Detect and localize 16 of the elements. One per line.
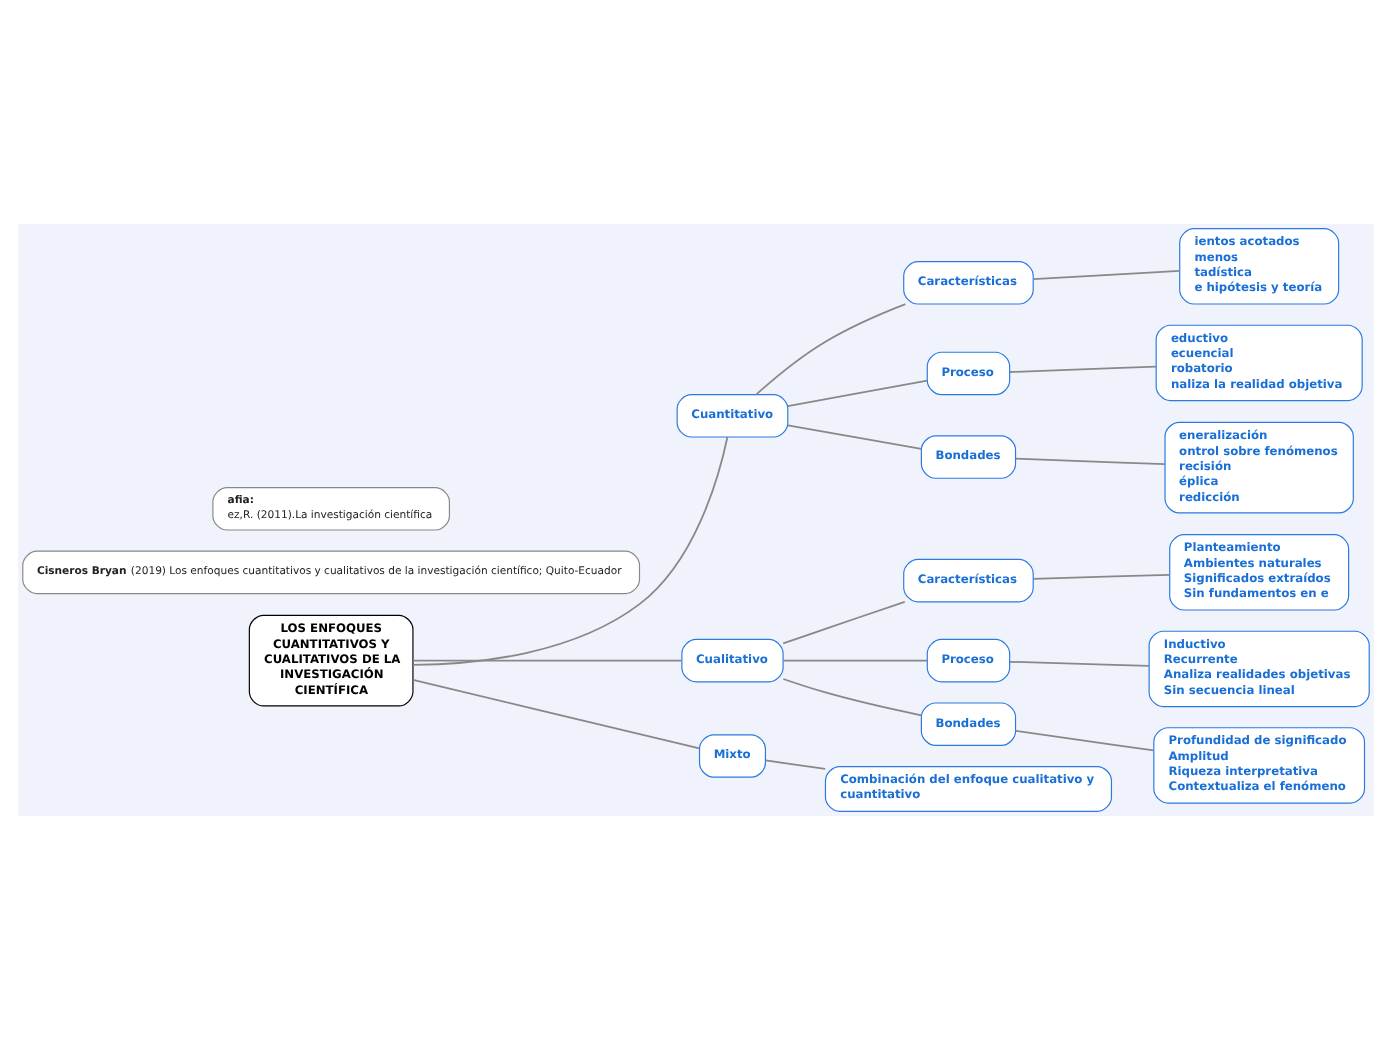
- connector: [764, 759, 827, 770]
- connector: [786, 424, 923, 450]
- connector: [782, 659, 928, 662]
- connector: [1032, 269, 1181, 281]
- connector: [1008, 660, 1150, 667]
- connector: [412, 436, 729, 666]
- connector: [412, 659, 683, 662]
- connector: [1032, 574, 1171, 580]
- connector: [782, 678, 923, 717]
- connector: [412, 679, 701, 750]
- connector: [1014, 729, 1155, 752]
- connector: [755, 303, 907, 396]
- connector: [786, 379, 929, 407]
- connector: [1008, 365, 1158, 373]
- connector: [1014, 457, 1166, 466]
- connector: [782, 600, 906, 645]
